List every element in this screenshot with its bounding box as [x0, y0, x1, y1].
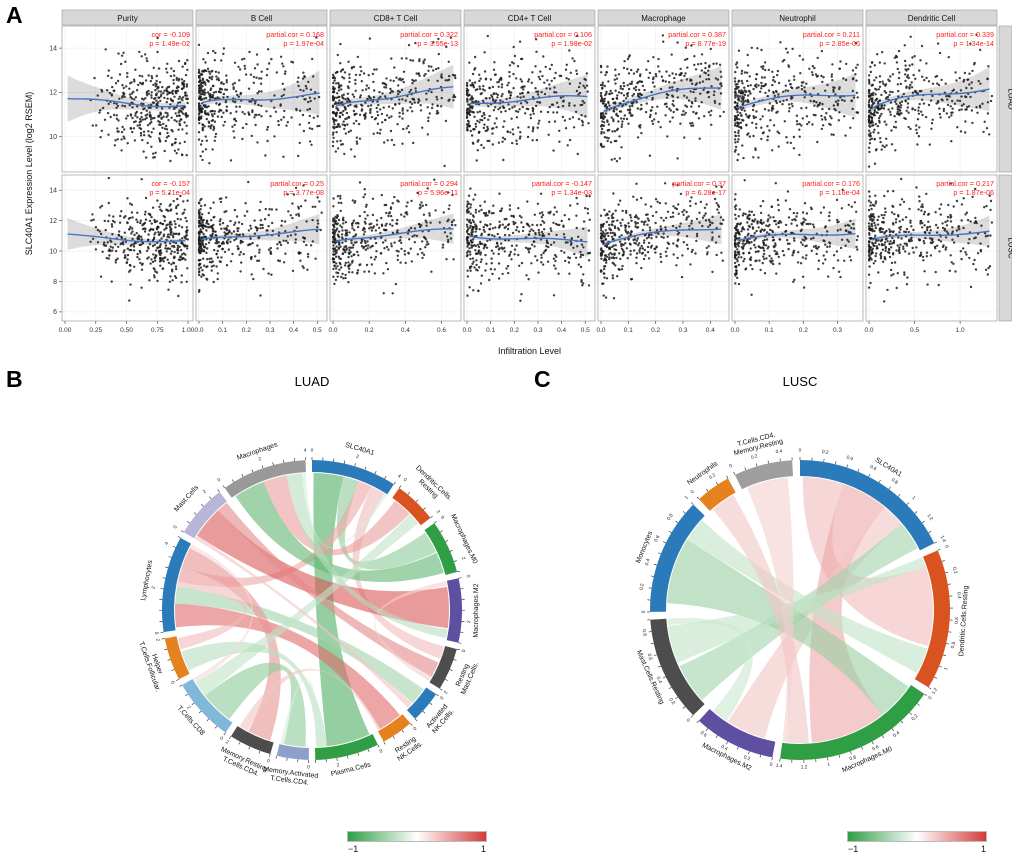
svg-text:14: 14: [49, 188, 57, 195]
svg-text:p = 1.34e-03: p = 1.34e-03: [551, 188, 592, 197]
svg-text:cor = -0.157: cor = -0.157: [151, 179, 190, 188]
legend-max-label: 1: [480, 844, 486, 854]
svg-text:p = 8.77e-19: p = 8.77e-19: [685, 39, 726, 48]
svg-text:8: 8: [53, 279, 57, 286]
svg-text:LUAD: LUAD: [1007, 88, 1013, 110]
scatter-cell: partial.cor = 0.25p = 3.77e-08: [195, 174, 328, 322]
svg-text:Macrophage: Macrophage: [641, 14, 686, 23]
legend-labels: −1 1: [847, 844, 987, 854]
svg-text:Neutrophil: Neutrophil: [779, 14, 816, 23]
svg-text:12: 12: [49, 218, 57, 225]
panel-a-scatter-grid: Purity B Cell CD8+ T Cell CD4+ T Cell Macrop…: [22, 6, 1016, 358]
color-legend-luad: −1 1: [347, 831, 487, 854]
svg-text:p = 5.71e-04: p = 5.71e-04: [149, 188, 190, 197]
legend-max-label: 1: [980, 844, 986, 854]
svg-text:14: 14: [49, 45, 57, 52]
svg-text:CD8+ T Cell: CD8+ T Cell: [374, 14, 418, 23]
legend-min-label: −1: [848, 844, 859, 854]
svg-text:partial.cor = 0.322: partial.cor = 0.322: [400, 30, 458, 39]
svg-text:6: 6: [53, 309, 57, 316]
svg-text:10: 10: [49, 134, 57, 141]
svg-text:Dendritic Cell: Dendritic Cell: [908, 14, 956, 23]
chord-ribbons: [174, 473, 450, 747]
svg-text:p = 3.77e-08: p = 3.77e-08: [283, 188, 324, 197]
svg-text:partial.cor = -0.147: partial.cor = -0.147: [532, 179, 592, 188]
svg-text:p = 5.96e-11: p = 5.96e-11: [418, 188, 458, 197]
svg-text:partial.cor = 0.106: partial.cor = 0.106: [534, 30, 592, 39]
svg-text:LUSC: LUSC: [1007, 237, 1013, 259]
chord-svg: 024SLC40A102Dendritic.Cells.Resting02Mac…: [137, 441, 480, 787]
panel-c-label: C: [534, 366, 551, 392]
svg-text:p = 1.49e-02: p = 1.49e-02: [149, 39, 190, 48]
panel-b-label: B: [6, 366, 23, 392]
svg-text:12: 12: [49, 90, 57, 97]
svg-text:B Cell: B Cell: [251, 14, 273, 23]
legend-gradient: [847, 831, 987, 842]
chord-ribbons: [667, 477, 934, 743]
svg-text:p = 1.34e-14: p = 1.34e-14: [953, 39, 994, 48]
svg-text:Purity: Purity: [117, 14, 137, 23]
svg-text:p = 3.55e-13: p = 3.55e-13: [417, 39, 458, 48]
panel-a-label: A: [6, 2, 23, 28]
svg-text:partial.cor = 0.387: partial.cor = 0.387: [668, 30, 726, 39]
svg-text:partial.cor = 0.25: partial.cor = 0.25: [270, 179, 324, 188]
svg-text:CD4+ T Cell: CD4+ T Cell: [508, 14, 552, 23]
legend-min-label: −1: [348, 844, 359, 854]
svg-text:p = 1.97e-04: p = 1.97e-04: [283, 39, 324, 48]
legend-labels: −1 1: [347, 844, 487, 854]
chord-title-luad: LUAD: [294, 374, 330, 389]
svg-text:p = 2.85e-06: p = 2.85e-06: [819, 39, 860, 48]
scatter-grid-svg: Purity B Cell CD8+ T Cell CD4+ T Cell Macrop…: [24, 9, 1016, 356]
legend-gradient: [347, 831, 487, 842]
scatter-cell: partial.cor = 0.37p = 6.28e-17: [597, 174, 730, 322]
svg-text:Infiltration Level: Infiltration Level: [498, 346, 561, 356]
svg-text:cor = -0.109: cor = -0.109: [151, 30, 190, 39]
svg-text:partial.cor = 0.211: partial.cor = 0.211: [803, 30, 860, 39]
svg-text:SLC40A1 Expression Level (log2: SLC40A1 Expression Level (log2 RSEM): [24, 92, 34, 256]
chord-title-lusc: LUSC: [782, 374, 818, 389]
svg-text:10: 10: [49, 248, 57, 255]
color-legend-lusc: −1 1: [847, 831, 987, 854]
svg-text:partial.cor = 0.294: partial.cor = 0.294: [400, 179, 458, 188]
svg-text:partial.cor = 0.339: partial.cor = 0.339: [936, 30, 994, 39]
svg-text:partial.cor = 0.168: partial.cor = 0.168: [266, 30, 324, 39]
svg-text:p = 1.98e-02: p = 1.98e-02: [551, 39, 592, 48]
